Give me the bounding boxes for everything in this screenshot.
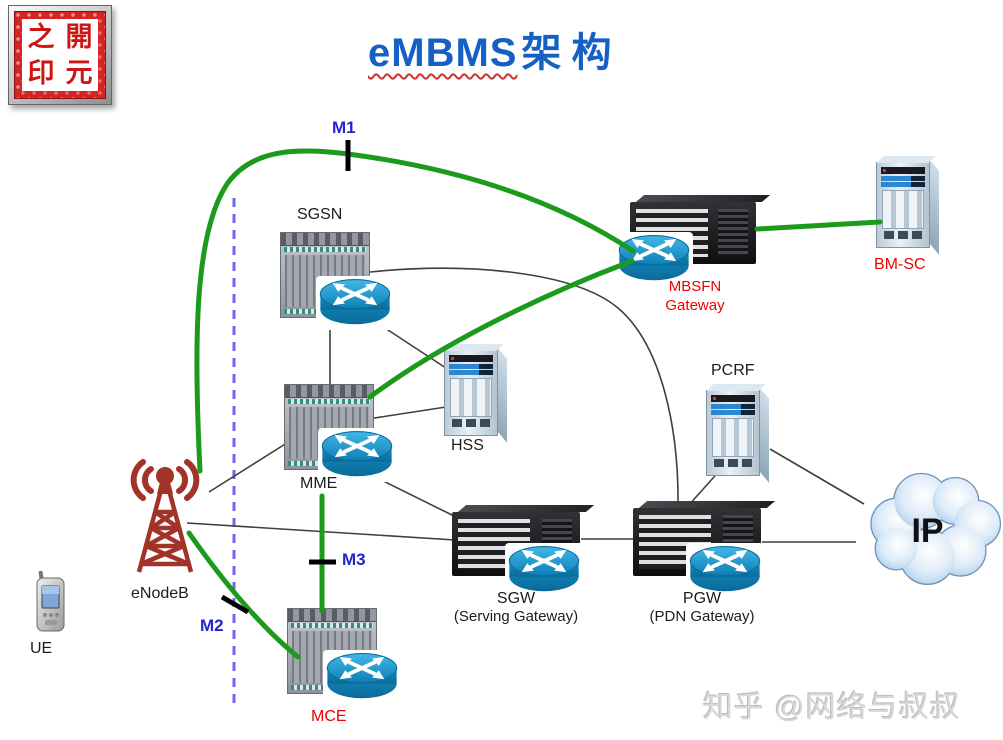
sgw-label: SGW bbox=[496, 590, 536, 607]
m2-interface-tick bbox=[220, 594, 250, 615]
sgw-sublabel: (Serving Gateway) bbox=[453, 608, 579, 625]
page-title-zh: 架构 bbox=[521, 31, 622, 75]
sgw-router-icon bbox=[505, 543, 583, 597]
ip-cloud: IP bbox=[856, 470, 1003, 594]
sgsn-label: SGSN bbox=[297, 206, 343, 223]
ip-cloud-label: IP bbox=[911, 512, 944, 550]
enodeb-tower-icon bbox=[130, 459, 200, 573]
pgw-label: PGW bbox=[682, 590, 722, 607]
multicast-enodeb-m1-mbsfn bbox=[194, 148, 636, 474]
mbsfn-gateway-label-line2: Gateway bbox=[665, 296, 725, 314]
ue-phone-icon bbox=[36, 570, 65, 632]
hss-server-image bbox=[444, 350, 498, 436]
link-sgsn-pgw-curve bbox=[369, 267, 679, 508]
link-sgsn-hss bbox=[384, 327, 453, 373]
link-pcrf-ip bbox=[769, 448, 865, 505]
mbsfn-gateway-label-line1: MBSFN bbox=[668, 278, 722, 295]
seal-stamp-logo: 之 開 印 元 bbox=[8, 5, 112, 105]
seal-stamp-characters: 之 開 印 元 bbox=[22, 19, 98, 91]
pcrf-server-image bbox=[706, 390, 760, 476]
pcrf-label: PCRF bbox=[711, 362, 755, 379]
pgw-sublabel: (PDN Gateway) bbox=[649, 608, 755, 625]
multicast-mbsfn-bmsc bbox=[754, 219, 883, 232]
ue-label: UE bbox=[30, 640, 53, 657]
bmsc-label: BM-SC bbox=[874, 256, 926, 273]
mme-router-icon bbox=[318, 428, 396, 482]
link-mme-hss bbox=[367, 406, 447, 420]
enodeb-label: eNodeB bbox=[131, 585, 189, 602]
sgsn-router-icon bbox=[316, 276, 394, 330]
zhihu-watermark: 知乎 @网络与叔叔 bbox=[703, 691, 961, 724]
hss-label: HSS bbox=[451, 437, 484, 454]
cloud-icon bbox=[870, 472, 1002, 585]
seal-stamp-border: 之 開 印 元 bbox=[14, 11, 106, 99]
mbsfn-gateway-label: MBSFN Gateway bbox=[645, 278, 745, 316]
mce-router-icon bbox=[323, 650, 401, 704]
link-enodeb-sgw bbox=[186, 522, 456, 541]
link-enodeb-mme bbox=[208, 440, 291, 493]
mme-label: MME bbox=[300, 475, 338, 492]
bmsc-server-image bbox=[876, 162, 930, 248]
page-title-en: eMBMS bbox=[368, 31, 518, 75]
m1-interface-label: M1 bbox=[332, 118, 356, 137]
pgw-label-block: PGW (PDN Gateway) bbox=[628, 590, 776, 625]
m2-interface-label: M2 bbox=[200, 616, 224, 635]
m3-interface-label: M3 bbox=[342, 550, 366, 569]
mce-label: MCE bbox=[311, 708, 347, 725]
pgw-router-icon bbox=[686, 543, 764, 597]
sgw-label-block: SGW (Serving Gateway) bbox=[440, 590, 592, 625]
